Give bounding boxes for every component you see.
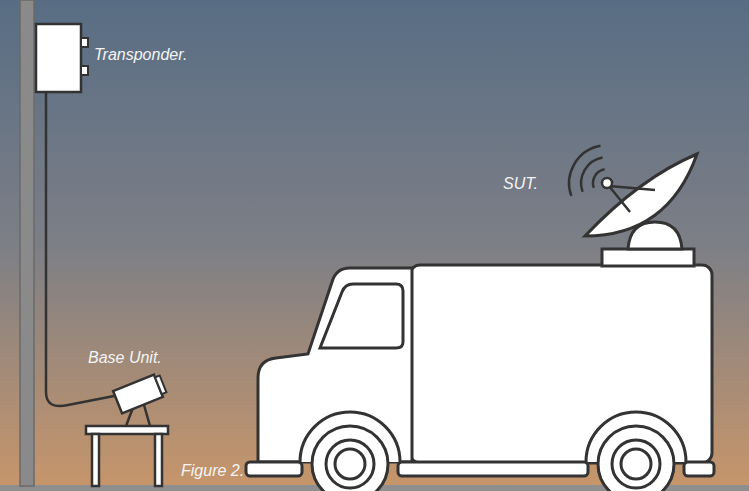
wheel xyxy=(312,426,388,491)
part-label: SUT. xyxy=(503,175,538,193)
feed-horn xyxy=(602,178,612,188)
chassis xyxy=(398,462,588,476)
transponder-box xyxy=(36,24,81,92)
hub xyxy=(621,449,651,479)
table-leg xyxy=(155,434,162,486)
van-window xyxy=(320,284,403,348)
wheel xyxy=(598,426,674,491)
dish-platform xyxy=(602,249,694,266)
rim xyxy=(612,440,660,488)
base-unit-face xyxy=(155,376,166,395)
signal-wave xyxy=(593,169,605,188)
connector xyxy=(81,66,88,75)
bumper xyxy=(246,462,302,476)
dish-reflector xyxy=(585,154,697,236)
figure-caption: Figure 2. xyxy=(181,462,244,480)
van-cargo-box xyxy=(410,265,712,463)
signal-wave xyxy=(581,158,602,192)
connector xyxy=(81,38,88,47)
hub xyxy=(335,449,365,479)
table-leg xyxy=(92,434,99,486)
part-label: Base Unit. xyxy=(88,349,162,367)
bumper xyxy=(684,462,714,476)
part-label: Transponder. xyxy=(94,46,187,64)
tyre xyxy=(312,426,388,491)
signal-wave xyxy=(569,146,600,196)
base-unit xyxy=(113,373,167,414)
rim xyxy=(326,440,374,488)
pole xyxy=(20,0,34,486)
tyre xyxy=(598,426,674,491)
feed-strut xyxy=(609,186,655,212)
